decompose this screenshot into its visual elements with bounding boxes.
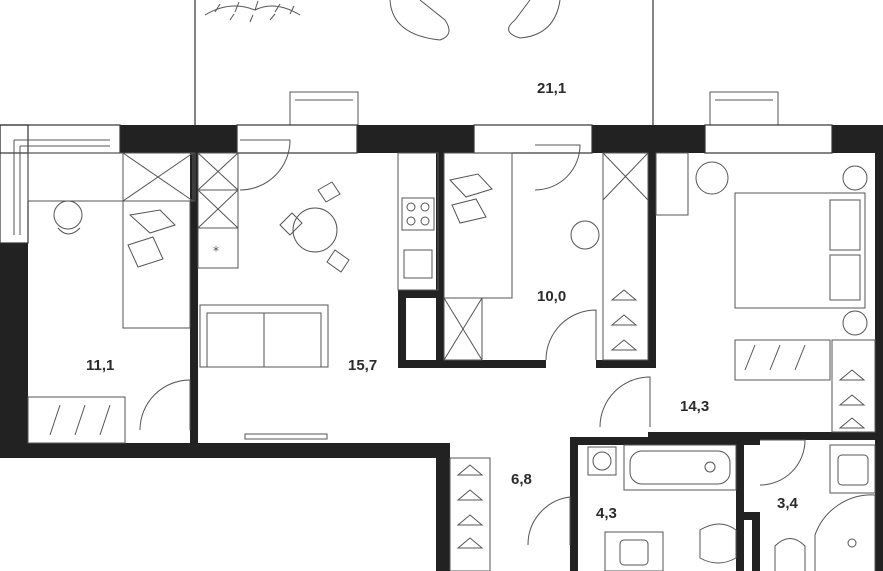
area-label-hall: 6,8: [511, 471, 532, 488]
hanger-icon: [456, 464, 484, 549]
desk: [655, 152, 689, 216]
bathtub-icon: [623, 444, 737, 491]
sink-icon: [403, 249, 433, 279]
dining-table-icon: [292, 207, 338, 253]
hanger-icon: [610, 289, 638, 351]
tv-icon: [244, 433, 328, 440]
washing-machine-icon: [587, 446, 617, 476]
hanger-icon: [838, 369, 866, 429]
lounge-chair-icon: [508, 0, 561, 39]
wardrobe-icon: [602, 152, 649, 361]
bedroom-furniture: [599, 152, 876, 433]
chair-icon: [570, 220, 600, 250]
wardrobe-icon: [27, 396, 126, 444]
wc-fixtures: [759, 439, 876, 571]
pillow-icon: [829, 199, 861, 251]
wardrobe-icon: [443, 297, 483, 361]
area-label-living-kitchen: 15,7: [348, 357, 377, 374]
area-label-left-room: 11,1: [86, 357, 114, 374]
snowflake-icon: *: [213, 244, 219, 258]
double-bed-icon: [734, 192, 866, 309]
chair-icon: [53, 200, 83, 230]
nightstand-lamp-icon: [842, 165, 868, 191]
balcony-outline: [194, 0, 779, 126]
walls: [0, 124, 883, 571]
wardrobe-icon: [831, 339, 876, 433]
living-furniture: *: [197, 139, 439, 440]
pillow-icon: [128, 209, 176, 234]
chair-icon: [695, 161, 729, 195]
nightstand-lamp-icon: [842, 310, 868, 336]
bed-icon: [443, 152, 513, 299]
window-left: [13, 139, 110, 235]
shower-icon: [814, 494, 876, 571]
left-room-furniture: [27, 152, 196, 444]
area-label-balcony: 21,1: [537, 80, 566, 97]
window-frame: [289, 91, 359, 126]
desk: [27, 152, 196, 202]
sink-icon: [604, 531, 664, 571]
hall-furniture: [449, 457, 571, 571]
middle-room-furniture: [443, 144, 649, 361]
plant-icon: [204, 0, 301, 23]
wardrobe-icon: [449, 457, 491, 571]
window-frame: [709, 91, 779, 126]
pillow-icon: [829, 254, 861, 301]
area-label-middle-room: 10,0: [537, 288, 566, 305]
chair-icon: [279, 212, 303, 236]
toilet-icon: [699, 523, 737, 564]
dresser-icon: [734, 339, 831, 381]
lounge-chair-icon: [389, 0, 450, 41]
area-label-wc: 3,4: [777, 495, 799, 512]
toilet-icon: [774, 538, 806, 571]
sink-icon: [829, 444, 876, 494]
stove-icon: [401, 197, 435, 231]
chair-icon: [326, 249, 350, 273]
pillow-icon: [449, 173, 493, 198]
area-label-bedroom: 14,3: [680, 398, 709, 415]
stove-counter: [397, 152, 439, 291]
area-label-bathroom: 4,3: [596, 505, 617, 522]
bed-icon: [122, 200, 191, 329]
kitchen-counter: [197, 152, 239, 269]
bathroom-fixtures: [587, 444, 737, 571]
chair-icon: [317, 181, 341, 203]
